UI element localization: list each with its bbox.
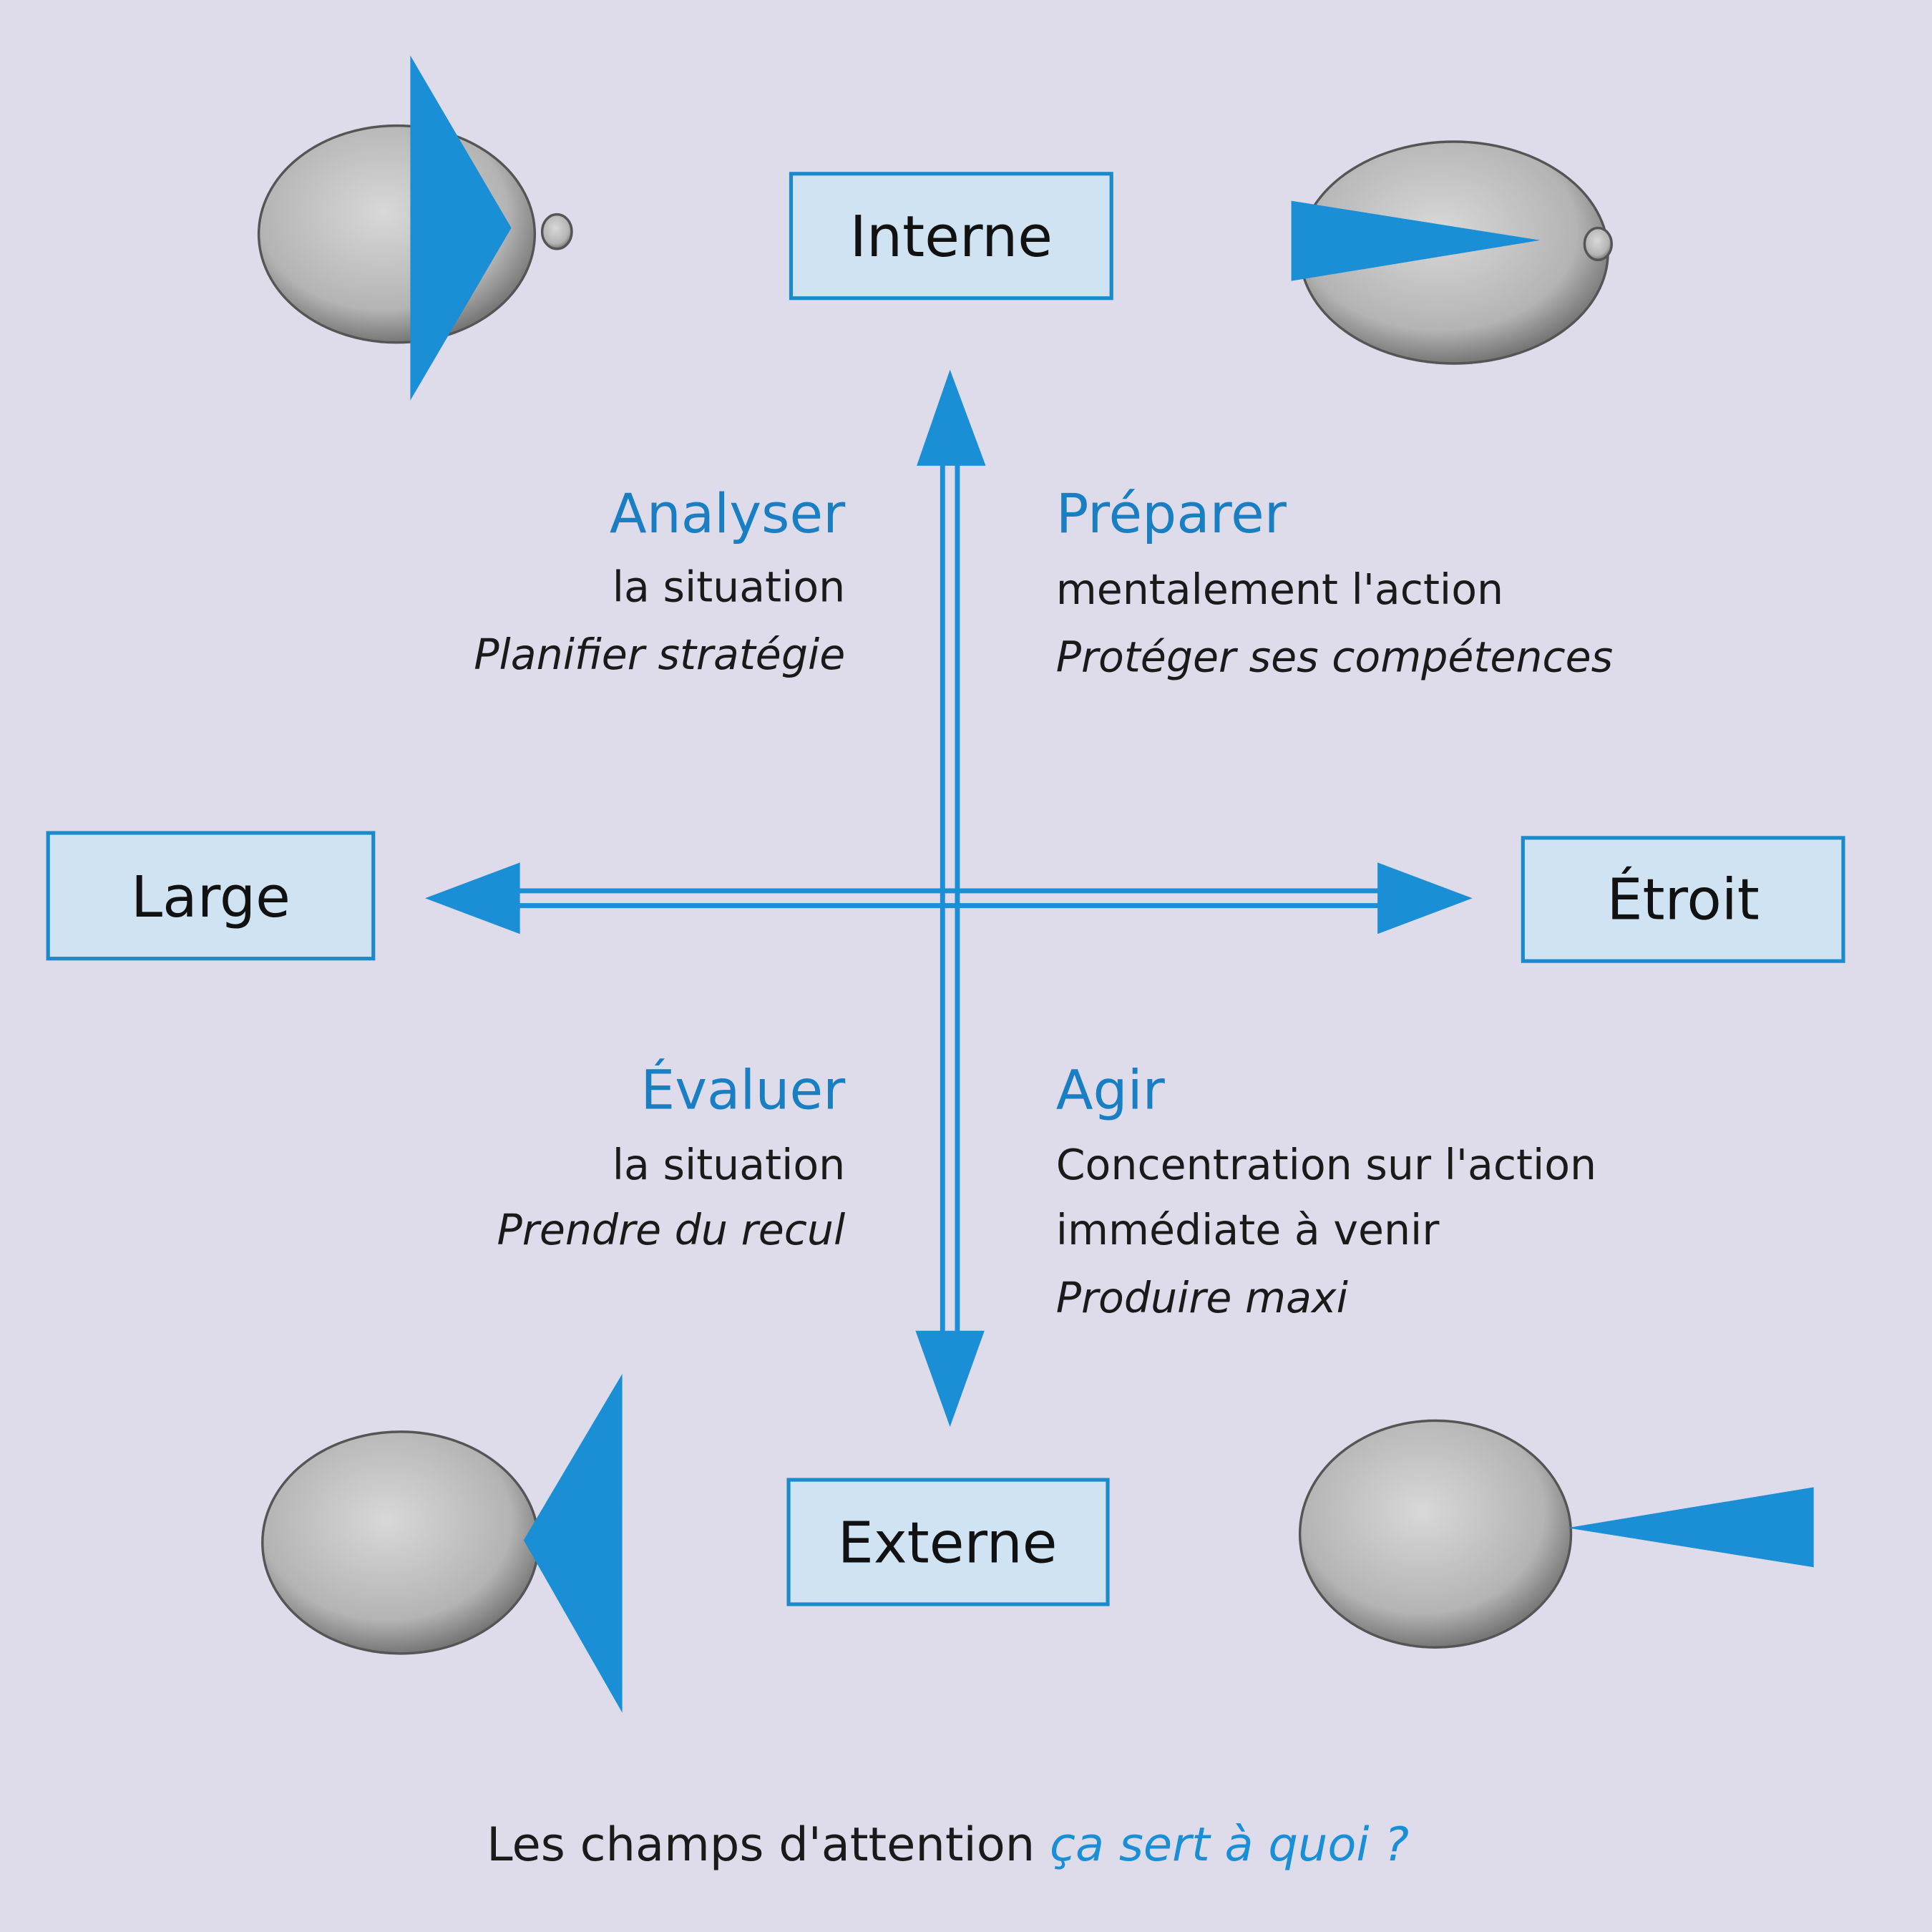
quadrant-text: Concentration sur l'action bbox=[1056, 1141, 1596, 1189]
quadrant-text: la situation bbox=[613, 1141, 846, 1189]
arrow-down-icon bbox=[915, 1330, 985, 1428]
head-narrow-internal bbox=[1291, 140, 1614, 365]
head-narrow-external bbox=[1298, 1419, 1814, 1649]
pole-label: Étroit bbox=[1606, 867, 1759, 933]
quadrant-title: Évaluer bbox=[640, 1058, 846, 1122]
quadrant-top-right: Préparer mentalement l'action Protéger s… bbox=[1056, 482, 1613, 682]
quadrant-text: immédiate à venir bbox=[1056, 1206, 1440, 1254]
quadrant-title: Agir bbox=[1056, 1059, 1166, 1122]
head-wide-internal bbox=[257, 55, 573, 401]
head-wide-external bbox=[261, 1373, 623, 1713]
quadrant-top-left: Analyser la situation Planifier stratégi… bbox=[474, 482, 846, 679]
caption-question: ça sert à quoi ? bbox=[1050, 1818, 1409, 1872]
quadrant-bottom-right: Agir Concentration sur l'action immédiat… bbox=[1056, 1059, 1596, 1322]
wide-attention-cone-icon bbox=[410, 55, 512, 401]
narrow-attention-cone-icon bbox=[1291, 200, 1541, 281]
quadrant-goal: Prendre du recul bbox=[497, 1206, 845, 1254]
quadrant-goal: Planifier stratégie bbox=[474, 630, 845, 679]
narrow-attention-cone-icon bbox=[1567, 1487, 1814, 1568]
quadrant-title: Analyser bbox=[610, 482, 846, 545]
quadrant-title: Préparer bbox=[1056, 482, 1287, 545]
pole-label: Externe bbox=[838, 1509, 1058, 1576]
quadrant-text: mentalement l'action bbox=[1056, 565, 1503, 614]
quadrant-bottom-left: Évaluer la situation Prendre du recul bbox=[497, 1058, 846, 1254]
caption-main: Les champs d'attention bbox=[487, 1818, 1035, 1872]
pole-externe: Externe bbox=[786, 1478, 1110, 1606]
wide-attention-cone-icon bbox=[523, 1373, 623, 1713]
pole-label: Large bbox=[131, 864, 291, 930]
arrow-left-icon bbox=[425, 862, 520, 935]
pole-large: Large bbox=[46, 831, 376, 961]
caption: Les champs d'attention ça sert à quoi ? bbox=[487, 1818, 1409, 1872]
vertical-axis bbox=[915, 369, 986, 1428]
quadrant-goal: Protéger ses compétences bbox=[1056, 633, 1613, 681]
pole-interne: Interne bbox=[789, 172, 1113, 301]
arrow-right-icon bbox=[1377, 862, 1473, 935]
horizontal-axis bbox=[425, 862, 1473, 935]
quadrant-goal: Produire maxi bbox=[1056, 1274, 1348, 1322]
pole-etroit: Étroit bbox=[1521, 836, 1845, 963]
quadrant-text: la situation bbox=[613, 562, 846, 611]
arrow-up-icon bbox=[917, 369, 986, 466]
pole-label: Interne bbox=[850, 203, 1053, 270]
